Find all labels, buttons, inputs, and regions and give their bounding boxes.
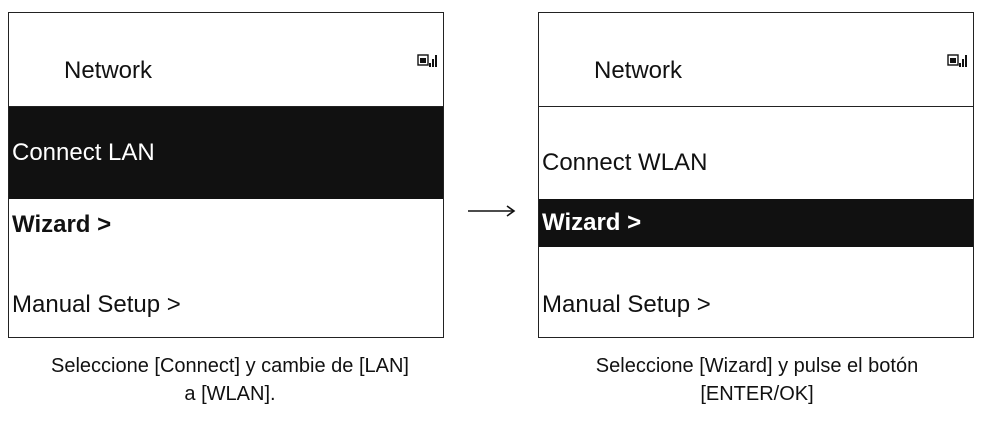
menu-item-connect[interactable]: Connect WLAN xyxy=(539,137,973,189)
menu-item-label: Connect LAN xyxy=(12,139,155,166)
menu-item-label: Connect WLAN xyxy=(542,149,708,176)
caption-connect-step: Seleccione [Connect] y cambie de [LAN] a… xyxy=(0,352,460,408)
arrow-right-icon xyxy=(468,205,516,217)
caption-wizard-step: Seleccione [Wizard] y pulse el botón [EN… xyxy=(530,352,984,408)
caption-line: a [WLAN]. xyxy=(184,383,276,405)
menu-item-label: Manual Setup > xyxy=(542,291,711,318)
device-screen-after: Network Connect WLAN Wizard > Manual Set… xyxy=(538,12,974,338)
caption-line: [ENTER/OK] xyxy=(700,383,814,405)
signal-icon xyxy=(947,54,967,67)
screen-header: Network xyxy=(539,13,973,107)
caption-line: Seleccione [Wizard] y pulse el botón xyxy=(595,355,919,377)
menu-item-wizard[interactable]: Wizard > xyxy=(9,199,443,251)
caption-line: Seleccione [Connect] y cambie de [LAN] xyxy=(51,355,409,377)
menu-item-manual-setup[interactable]: Manual Setup > xyxy=(539,279,973,331)
menu-item-label: Manual Setup > xyxy=(12,291,181,318)
signal-icon xyxy=(417,54,437,67)
page-title: Network xyxy=(594,57,683,84)
menu-item-manual-setup[interactable]: Manual Setup > xyxy=(9,279,443,331)
page-title: Network xyxy=(64,57,153,84)
menu-item-connect[interactable]: Connect LAN xyxy=(9,107,443,199)
device-screen-before: Network Connect LAN Wizard > Manual Setu… xyxy=(8,12,444,338)
menu-item-label: Wizard > xyxy=(542,209,642,236)
menu-item-label: Wizard > xyxy=(12,211,112,238)
menu-item-wizard[interactable]: Wizard > xyxy=(539,199,973,247)
screen-header: Network xyxy=(9,13,443,107)
